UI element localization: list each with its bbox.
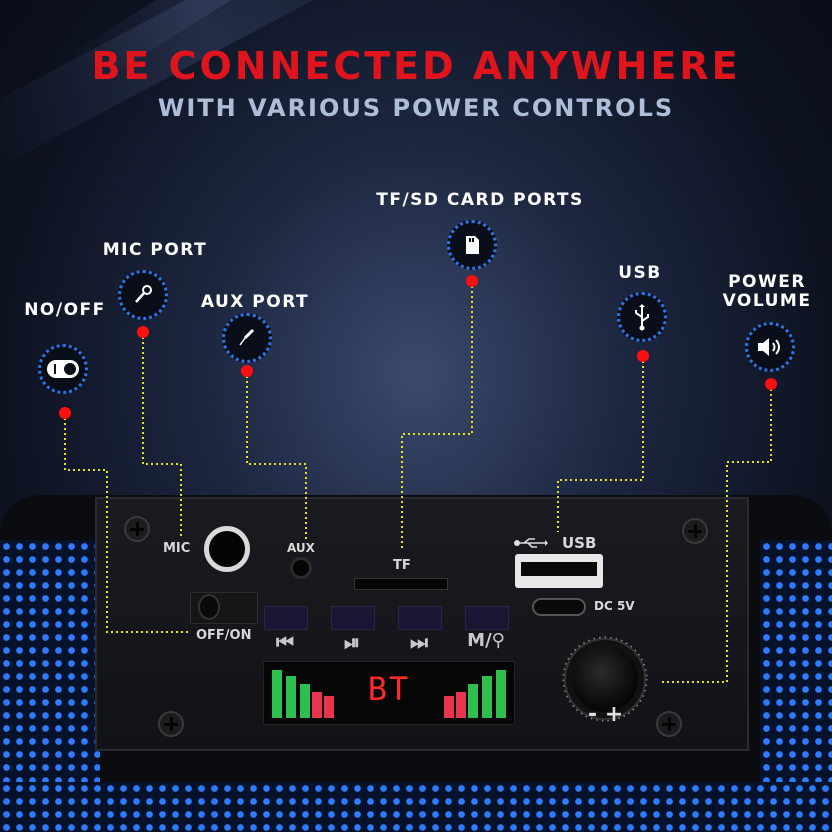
volume-callout-label-2: VOLUME	[722, 291, 812, 311]
next-button[interactable]	[398, 606, 442, 630]
screw	[656, 711, 682, 737]
microphone-icon	[135, 285, 152, 303]
power-switch-knob[interactable]	[198, 594, 220, 620]
dc-label: DC 5V	[594, 599, 635, 613]
tf-label: TF	[393, 558, 411, 573]
power-toggle-badge	[38, 344, 88, 394]
mic-label: MIC	[163, 541, 191, 556]
sd-card-icon	[466, 236, 479, 254]
usb-port[interactable]	[515, 554, 603, 588]
display-bt-text: BT	[367, 670, 411, 708]
tf-card-slot[interactable]	[354, 578, 448, 590]
usb-callout-label: USB	[618, 263, 662, 283]
mic-jack[interactable]	[204, 526, 250, 572]
dc-5v-port[interactable]	[532, 598, 586, 616]
level-bar	[300, 684, 310, 718]
subheadline: WITH VARIOUS POWER CONTROLS	[157, 94, 675, 122]
usb-label: USB	[562, 534, 597, 552]
mode-button[interactable]	[465, 606, 509, 630]
volume-badge	[745, 322, 795, 372]
toggle-icon	[47, 360, 79, 378]
level-bar	[482, 676, 492, 718]
power-callout-label: NO/OFF	[24, 300, 106, 320]
prev-icon: ⏮	[276, 630, 294, 654]
level-bar	[312, 692, 322, 718]
usb-symbol-icon	[514, 538, 548, 548]
microphone-badge	[118, 270, 168, 320]
aux-badge	[222, 313, 272, 363]
speaker-grille-bottom	[0, 782, 832, 832]
level-bar	[456, 692, 466, 718]
volume-callout-label-1: POWER	[728, 272, 806, 292]
usb-icon	[635, 304, 649, 331]
level-bar	[272, 670, 282, 718]
knob-tick-ring	[562, 636, 648, 722]
aux-label: AUX	[287, 541, 315, 555]
headline: BE CONNECTED ANYWHERE	[91, 44, 741, 88]
screw	[124, 516, 150, 542]
prev-button[interactable]	[264, 606, 308, 630]
speaker-volume-icon	[758, 338, 780, 356]
next-icon: ⏭	[410, 630, 428, 654]
screw	[682, 518, 708, 544]
level-bar	[496, 670, 506, 718]
led-display: BT	[263, 661, 515, 725]
level-bar	[444, 696, 454, 718]
aux-jack[interactable]	[290, 557, 312, 579]
mic-callout-label: MIC PORT	[102, 240, 208, 260]
knob-marks: - +	[588, 702, 624, 727]
level-bar	[324, 696, 334, 718]
screw	[158, 711, 184, 737]
play-pause-button[interactable]	[331, 606, 375, 630]
sd-card-badge	[447, 220, 497, 270]
offon-label: OFF/ON	[196, 628, 252, 643]
usb-badge	[617, 292, 667, 342]
level-bar	[286, 676, 296, 718]
play-pause-icon: ⏯	[344, 630, 360, 654]
aux-jack-icon	[239, 328, 255, 346]
mode-icon: M/⚲	[467, 630, 505, 651]
level-bar	[468, 684, 478, 718]
aux-callout-label: AUX PORT	[200, 292, 310, 312]
volume-knob[interactable]	[572, 646, 638, 712]
tf-callout-label: TF/SD CARD PORTS	[376, 190, 584, 210]
